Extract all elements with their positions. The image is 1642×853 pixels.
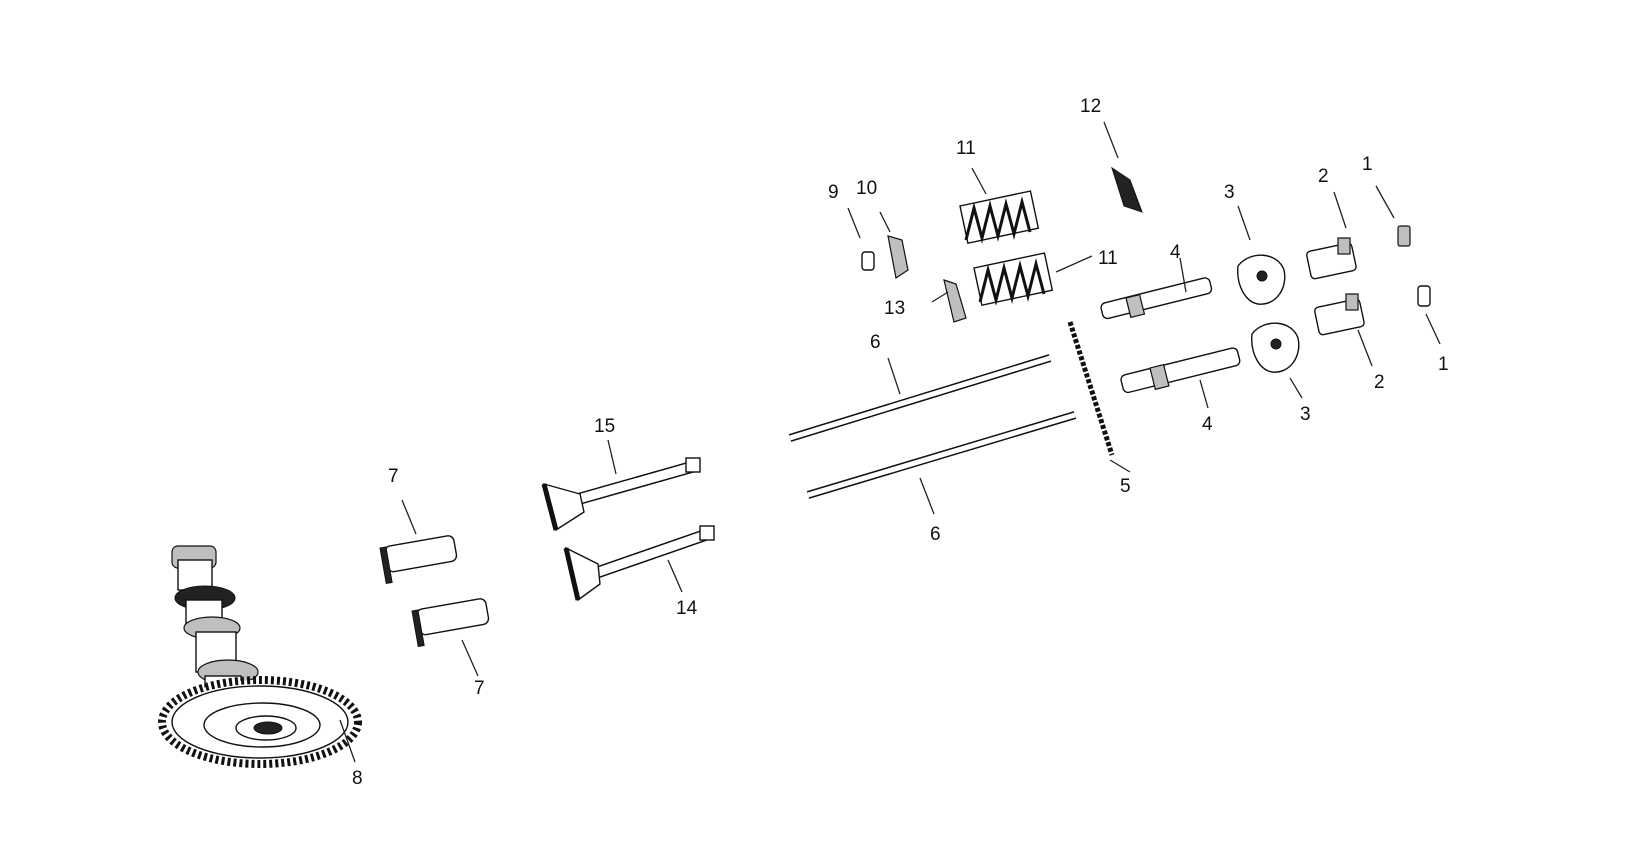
valve-cap [1111,166,1143,213]
callout-11-upper: 11 [956,138,976,159]
lock-nut-upper [1397,225,1411,247]
rocker-arm-lower [1251,322,1300,373]
callout-8: 8 [352,768,363,789]
callout-6-lower: 6 [930,524,941,545]
rocker-shaft-lower [1120,347,1241,394]
valve-spring-upper [959,190,1040,244]
valve-spring-lower [973,252,1054,306]
callout-14: 14 [676,598,698,619]
valve-upper [541,457,701,532]
callout-10: 10 [856,178,877,199]
push-rod-upper [788,354,1052,442]
callout-7-lower: 7 [474,678,485,699]
valve-seal [943,279,967,323]
callout-13: 13 [884,298,905,319]
callout-9: 9 [828,182,839,203]
callout-11-lower: 11 [1098,248,1118,269]
adjuster-lower [1314,293,1365,336]
callout-1-upper: 1 [1362,154,1373,175]
callout-4-upper: 4 [1170,242,1181,263]
callout-15: 15 [594,416,615,437]
spring-retainer [887,235,909,280]
callout-12: 12 [1080,96,1101,117]
camshaft-gear [158,545,362,768]
push-rod-lower [806,411,1077,499]
tappet-lower [411,598,490,648]
rocker-arm-upper [1237,254,1286,305]
callout-1-lower: 1 [1438,354,1449,375]
tappet-upper [379,535,458,585]
callout-7-upper: 7 [388,466,399,487]
adjuster-upper [1306,237,1357,280]
lock-nut-lower [1417,285,1431,307]
gasket [1067,321,1115,456]
callout-5: 5 [1120,476,1131,497]
callout-3-upper: 3 [1224,182,1235,203]
valve-lock [861,251,875,271]
callout-4-lower: 4 [1202,414,1213,435]
rocker-shaft-upper [1100,277,1213,320]
callout-2-lower: 2 [1374,372,1385,393]
callout-2-upper: 2 [1318,166,1329,187]
callout-3-lower: 3 [1300,404,1311,425]
valve-lower [563,525,715,602]
callout-6-upper: 6 [870,332,881,353]
